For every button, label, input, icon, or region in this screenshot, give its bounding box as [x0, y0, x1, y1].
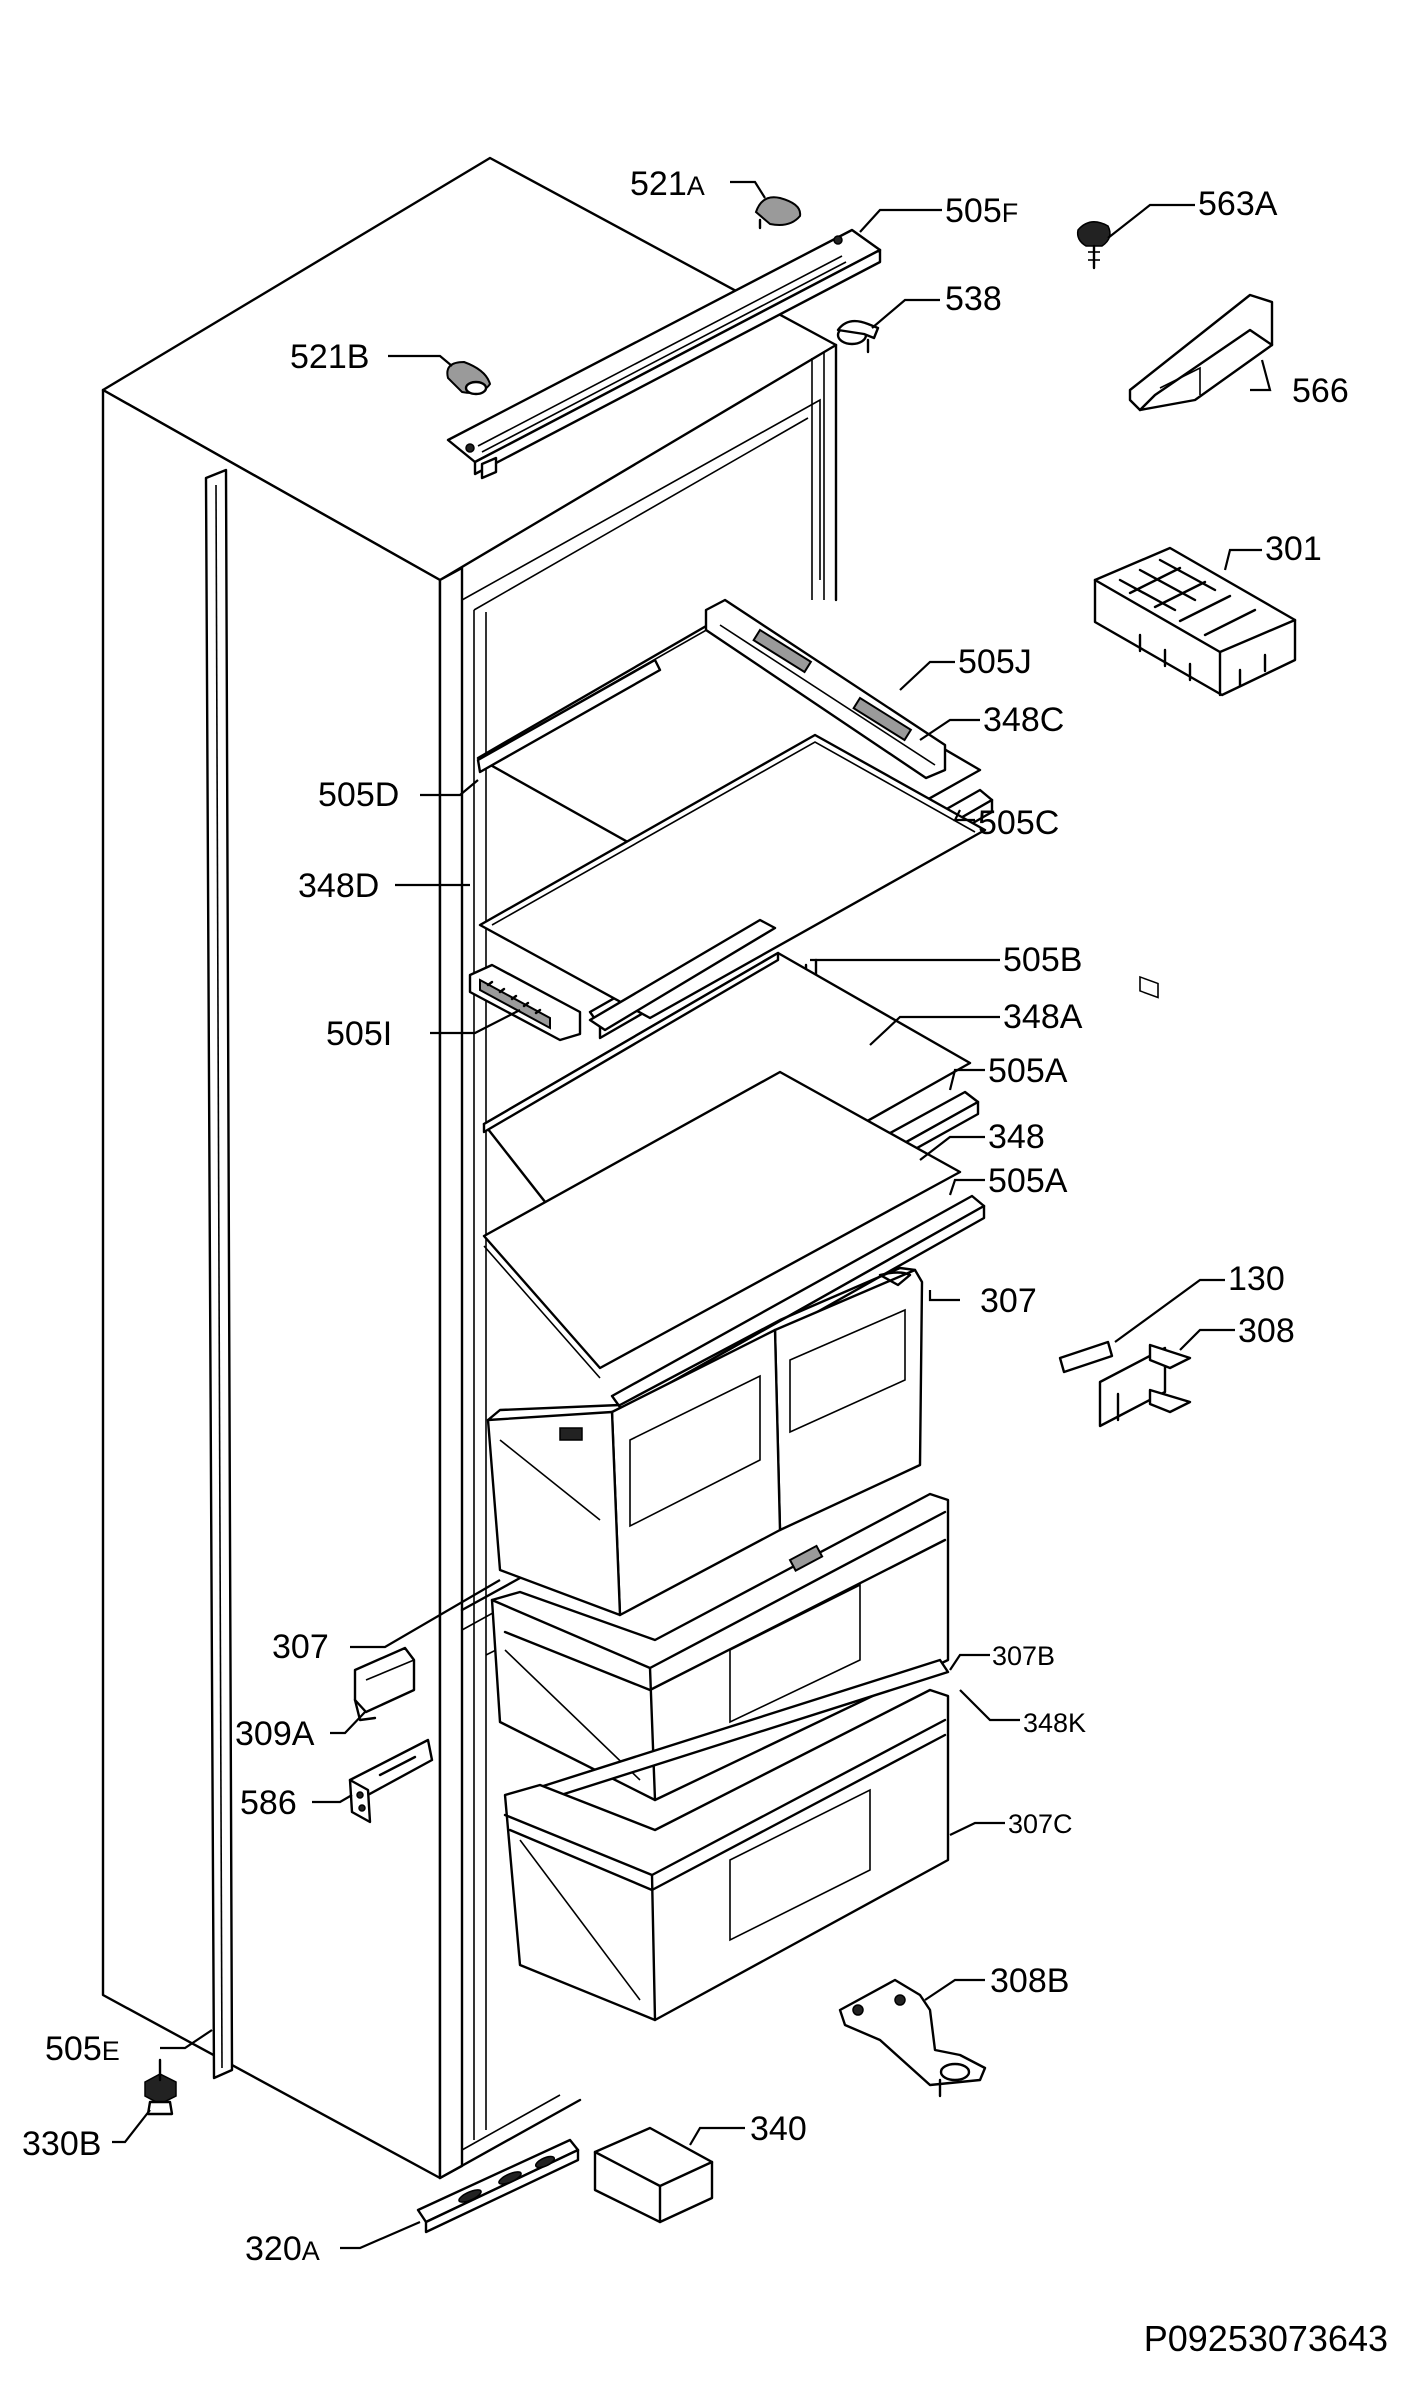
door-seal-strip [204, 468, 234, 2080]
label-307b: 307B [992, 1641, 1055, 1671]
leader-lines [112, 180, 1272, 2250]
label-563a: 563A [1198, 185, 1278, 223]
label-348a: 348A [1003, 998, 1083, 1036]
ice-tray-301 [1093, 546, 1297, 999]
label-307c: 307C [1008, 1809, 1073, 1839]
label-340: 340 [750, 2110, 807, 2148]
glass-shelf-348 [482, 1070, 962, 1379]
freezer-drawer-307b [490, 1492, 950, 1802]
hinge-308b [838, 1978, 987, 2098]
label-348k: 348K [1023, 1708, 1086, 1738]
top-hinge-rail [446, 228, 882, 480]
shelf-trim-505i [468, 963, 582, 1042]
glass-shelf-348c [478, 733, 987, 1020]
label-521a: 521A [630, 165, 705, 203]
label-301: 301 [1265, 530, 1322, 568]
label-538: 538 [945, 280, 1002, 318]
drawing-code: P09253073643 [1143, 2318, 1388, 2359]
box-340 [593, 2126, 714, 2224]
scraper-566 [1128, 293, 1274, 412]
label-308b: 308B [990, 1962, 1069, 2000]
label-320a: 320A [245, 2230, 320, 2268]
label-505c: 505C [978, 804, 1059, 842]
label-521b: 521B [290, 338, 369, 376]
label-309a: 309A [235, 1715, 315, 1753]
label-348c: 348C [983, 701, 1064, 739]
spacer-309a [353, 1646, 416, 1722]
foot-screw-330b [144, 2058, 177, 2116]
label-505a-upper: 505A [988, 1052, 1068, 1090]
label-505d: 505D [318, 776, 399, 814]
label-505j: 505J [958, 643, 1032, 681]
hinge-308 [1098, 1343, 1192, 1428]
label-348: 348 [988, 1118, 1045, 1156]
freezer-drawer-307c [503, 1688, 950, 2022]
label-130: 130 [1228, 1260, 1285, 1298]
screw-563a [1076, 221, 1111, 270]
label-308: 308 [1238, 1312, 1295, 1350]
label-330b: 330B [22, 2125, 101, 2163]
label-505e: 505E [45, 2030, 120, 2068]
cabinet-body [101, 156, 838, 2180]
label-566: 566 [1292, 372, 1349, 410]
crisper-drawers-307 [486, 1266, 924, 1617]
top-cover-cap-a [754, 196, 802, 230]
label-505b: 505B [1003, 941, 1082, 979]
bracket-586 [348, 1738, 434, 1824]
label-348d: 348D [298, 867, 379, 905]
bottom-rail-320a [416, 2138, 580, 2234]
hinge-cover-130 [1058, 1340, 1114, 1374]
label-505a-lower: 505A [988, 1162, 1068, 1200]
label-505f: 505F [945, 192, 1018, 230]
hinge-pin-538 [836, 319, 880, 354]
part-labels: 521A 505F 563A 538 521B 566 301 505J 348… [22, 165, 1349, 2268]
shelf-trim-505b [588, 918, 777, 1032]
label-505i: 505I [326, 1015, 392, 1053]
label-307-left: 307 [272, 1628, 329, 1666]
label-586: 586 [240, 1784, 297, 1822]
shelf-trim-505j [704, 598, 947, 780]
label-307: 307 [980, 1282, 1037, 1320]
